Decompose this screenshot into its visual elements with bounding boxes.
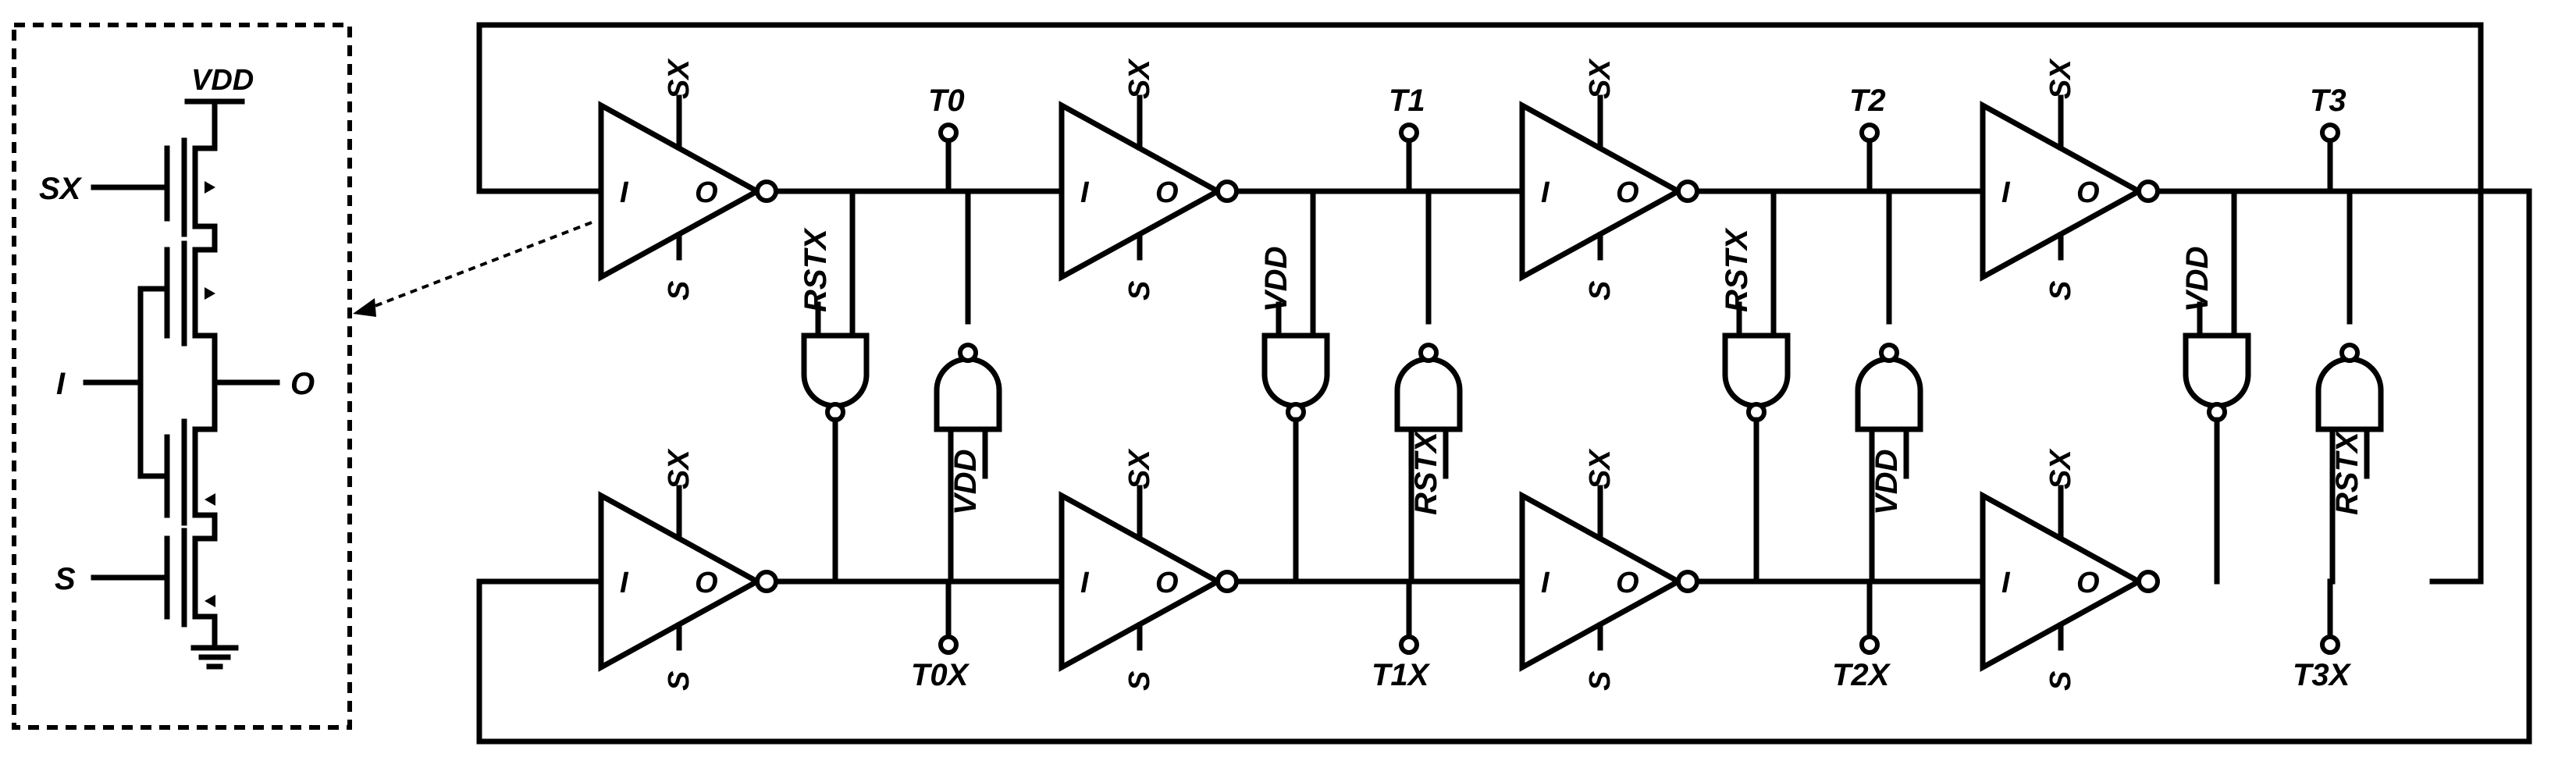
nand-left-1 (1261, 332, 1330, 422)
inverter-sx-label: SX (1584, 448, 1617, 489)
inverter-out-label: O (1155, 176, 1179, 209)
inverter-in-label: I (2001, 176, 2011, 209)
nand-right-input-label: RSTX (1409, 430, 1443, 515)
tap-top-2: T2 (1849, 84, 1886, 194)
ground-symbol (190, 613, 239, 670)
detail-pointer-line (366, 221, 592, 311)
tap-top-label: T3 (2310, 84, 2347, 118)
nand-left-input-label: RSTX (799, 227, 833, 312)
inverter-s-label: S (663, 671, 696, 691)
nand-right-input-label: RSTX (2330, 430, 2364, 515)
inset-vdd-label: VDD (191, 64, 254, 97)
nand-right-0 (934, 343, 1002, 432)
inset-s-label: S (55, 562, 76, 596)
tap-bottom-label: T0X (911, 658, 970, 692)
inverter-in-label: I (1080, 176, 1090, 209)
inverter-sx-label: SX (1123, 448, 1156, 489)
inverter-out-label: O (2076, 176, 2100, 209)
tap-top-label: T1 (1389, 84, 1425, 118)
nand-left-input-label: VDD (1259, 247, 1293, 312)
nand-right-1 (1394, 343, 1463, 432)
inverter-s-label: S (1123, 671, 1156, 691)
inverter-bottom-0: SX S I O (598, 448, 778, 691)
inverter-top-3: SX S I O (1980, 58, 2160, 300)
inverter-top-1: SX S I O (1059, 58, 1239, 300)
inset-in-label: I (56, 367, 66, 401)
inverter-sx-label: SX (1584, 58, 1617, 99)
nand-right-3 (2315, 343, 2384, 432)
inverter-in-label: I (620, 176, 629, 209)
tap-top-1: T1 (1389, 84, 1425, 194)
tap-top-3: T3 (2310, 84, 2347, 194)
inverter-s-label: S (1123, 281, 1156, 300)
inset-dashed-border (12, 23, 352, 730)
tap-top-label: T2 (1849, 84, 1886, 118)
nand-left-input-label: VDD (2180, 247, 2215, 312)
inverter-sx-label: SX (2044, 448, 2077, 489)
tap-bottom-3: T3X (2293, 578, 2352, 692)
nand-right-2 (1855, 343, 1923, 432)
inverter-s-label: S (1584, 281, 1617, 300)
inverter-out-label: O (695, 176, 718, 209)
inverter-out-label: O (1616, 567, 1639, 599)
nmos-s (91, 528, 218, 628)
inverter-detail-inset: VDD SX O I (12, 23, 352, 730)
inverter-s-label: S (1584, 671, 1617, 691)
inverter-s-label: S (2044, 281, 2077, 300)
inverter-sx-label: SX (663, 58, 696, 99)
inset-sx-label: SX (39, 172, 83, 206)
nmos-in (164, 418, 218, 526)
tap-bottom-1: T1X (1372, 578, 1431, 692)
nand-array: RSTX VDD VDD RSTX RSTX VDD VDD RSTX (799, 188, 2384, 585)
tap-top-0: T0 (928, 84, 965, 194)
inverter-array: SX S I O SX S I O SX S I O SX S I O SX S I O SX S I O SX S I O SX S I O (598, 58, 2160, 691)
inset-out-label: O (290, 367, 315, 401)
inverter-sx-label: SX (2044, 58, 2077, 99)
inverter-bottom-1: SX S I O (1059, 448, 1239, 691)
tap-bottom-0: T0X (911, 578, 970, 692)
inverter-out-label: O (1155, 567, 1179, 599)
nand-right-input-label: VDD (948, 450, 983, 515)
inverter-top-0: SX S I O (598, 58, 778, 300)
ring-wiring (476, 22, 2532, 745)
tap-bottom-2: T2X (1832, 578, 1891, 692)
pmos-in (164, 240, 218, 347)
inverter-sx-label: SX (663, 448, 696, 489)
nand-left-2 (1722, 332, 1791, 422)
inverter-bottom-3: SX S I O (1980, 448, 2160, 691)
detail-pointer-arrowhead (353, 298, 376, 317)
inverter-s-label: S (663, 281, 696, 300)
inverter-out-label: O (2076, 567, 2100, 599)
nand-left-3 (2183, 332, 2251, 422)
inverter-in-label: I (2001, 567, 2011, 599)
inverter-in-label: I (620, 567, 629, 599)
inverter-sx-label: SX (1123, 58, 1156, 99)
inverter-out-label: O (695, 567, 718, 599)
inverter-in-label: I (1541, 567, 1550, 599)
inverter-bottom-2: SX S I O (1519, 448, 1699, 691)
inverter-in-label: I (1080, 567, 1090, 599)
inverter-s-label: S (2044, 671, 2077, 691)
tap-bottom-label: T1X (1372, 658, 1431, 692)
inverter-out-label: O (1616, 176, 1639, 209)
tap-top-label: T0 (928, 84, 965, 118)
nand-left-0 (801, 332, 870, 422)
nand-right-input-label: VDD (1870, 450, 1904, 515)
tap-bottom-label: T3X (2293, 658, 2352, 692)
inverter-in-label: I (1541, 176, 1550, 209)
pmos-sx (91, 137, 218, 237)
inverter-top-2: SX S I O (1519, 58, 1699, 300)
tap-bottom-label: T2X (1832, 658, 1891, 692)
nand-left-input-label: RSTX (1720, 227, 1754, 312)
